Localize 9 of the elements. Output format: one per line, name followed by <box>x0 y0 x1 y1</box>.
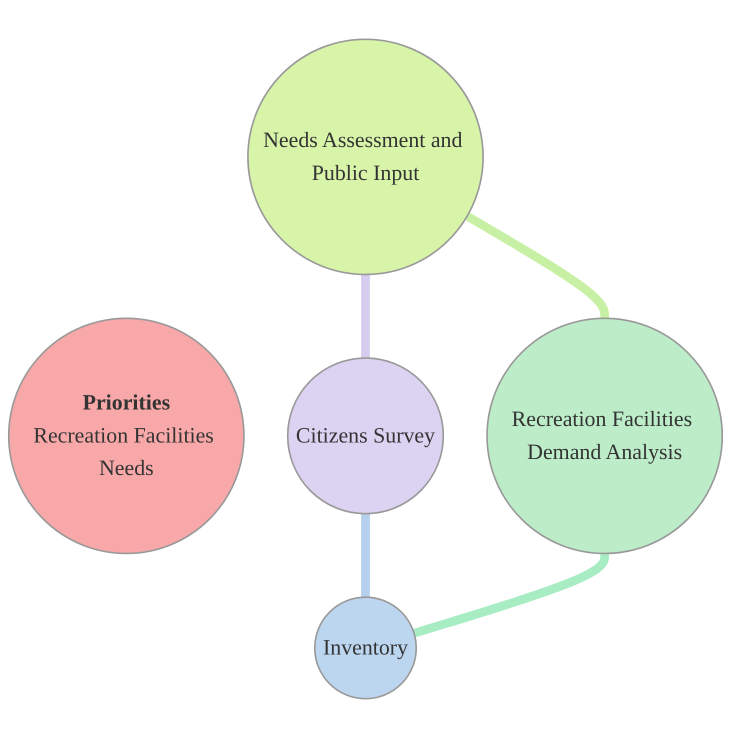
node-circle: Priorities Recreation Facilities Needs <box>8 317 245 554</box>
node-circle: Recreation Facilities Demand Analysis <box>486 317 724 554</box>
node-circle: Inventory <box>314 596 418 700</box>
connector <box>361 274 370 358</box>
node-circle: Citizens Survey <box>286 357 444 514</box>
connector <box>412 552 610 638</box>
connector <box>361 514 370 598</box>
connector <box>464 212 610 319</box>
node-circle: Needs Assessment and Public Input <box>247 38 484 276</box>
